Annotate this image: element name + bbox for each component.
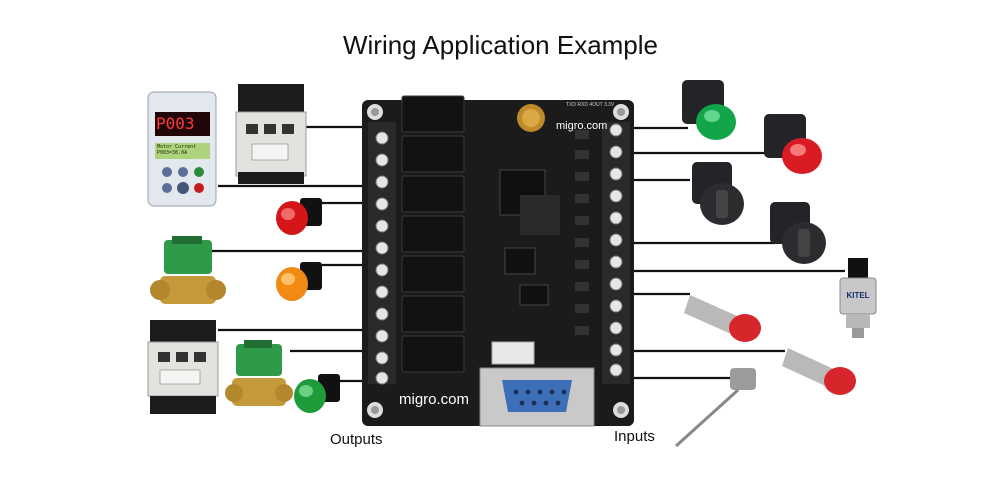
green-pilot-lamp-icon <box>294 374 340 413</box>
outputs-label: Outputs <box>330 431 383 448</box>
vfd-lcd-line1: Motor Current <box>157 144 197 150</box>
plc-board-icon <box>362 95 634 427</box>
selector-switch-icon <box>770 202 826 264</box>
green-push-button-icon <box>682 80 736 140</box>
watermark-top: migro.com <box>556 120 608 132</box>
pressure-sensor-brand: KITEL <box>846 291 869 300</box>
thermocouple-icon <box>674 368 756 448</box>
vfd-lcd: Motor Current P003=38.0A <box>157 144 196 156</box>
board-silkscreen: TXD RXD 4OUT 3.3V <box>566 102 615 108</box>
proximity-sensor-icon <box>782 348 856 395</box>
vfd-display: P003 <box>156 114 195 133</box>
contactor-icon <box>235 84 307 184</box>
pressure-sensor-icon: KITEL <box>839 258 877 338</box>
orange-pilot-lamp-icon <box>276 262 322 301</box>
solenoid-valve-icon <box>150 236 226 304</box>
inputs-label: Inputs <box>614 428 655 445</box>
solenoid-valve-icon <box>225 340 293 406</box>
red-pilot-lamp-icon <box>276 198 322 235</box>
contactor-icon <box>147 320 219 414</box>
vfd-lcd-line2: P003=38.0A <box>157 150 188 156</box>
selector-switch-icon <box>692 162 744 225</box>
vfd-icon <box>147 91 217 207</box>
output-wires <box>212 125 380 383</box>
page-title: Wiring Application Example <box>342 30 659 60</box>
red-push-button-icon <box>764 114 822 174</box>
proximity-sensor-icon <box>684 295 761 342</box>
input-wires <box>630 126 845 380</box>
watermark-bottom: migro.com <box>399 391 470 408</box>
